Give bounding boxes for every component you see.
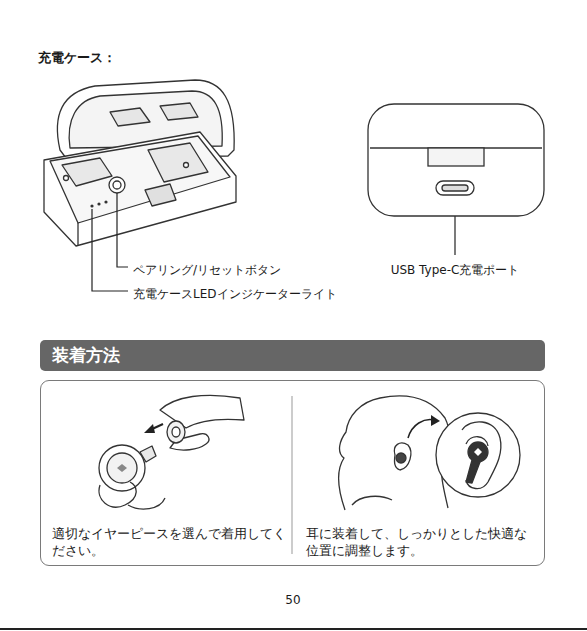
bud-cavity xyxy=(145,184,176,206)
case-top-face xyxy=(50,136,230,223)
section-band: 装着方法 xyxy=(40,340,545,371)
bud-cavity xyxy=(148,143,208,182)
divider xyxy=(292,396,293,554)
earbud-logo xyxy=(117,464,127,472)
case-notch xyxy=(428,148,484,166)
bottom-rule xyxy=(0,628,587,630)
charge-pin xyxy=(184,163,189,168)
part-label-wrap: 充電ケースLEDインジケーターライト xyxy=(133,283,337,303)
led-dot xyxy=(104,200,107,203)
earbud-worn xyxy=(396,453,406,463)
ear-tip xyxy=(172,427,180,437)
usb-port xyxy=(442,185,468,191)
finger xyxy=(99,482,136,507)
arrowhead xyxy=(431,415,440,426)
page-number-wrap: 50 xyxy=(285,589,300,608)
charge-pin xyxy=(64,176,69,181)
led-dot xyxy=(90,204,93,207)
ear xyxy=(394,443,410,470)
part-label-wrap: USB Type-C充電ポート xyxy=(391,259,520,279)
lid-recess xyxy=(110,108,150,126)
arrow xyxy=(408,420,434,438)
pairing-button xyxy=(109,177,125,193)
head-profile xyxy=(339,396,449,510)
part-label-wrap: ペアリング/リセットボタン xyxy=(133,259,281,279)
case-base xyxy=(44,132,236,246)
page-number: 50 xyxy=(285,593,300,607)
earbud-stem xyxy=(466,460,480,483)
earbud-logo xyxy=(474,448,482,456)
case-edge xyxy=(77,223,78,246)
ear-tip xyxy=(167,421,185,443)
leader-line xyxy=(92,209,128,291)
part-label: 充電ケースLEDインジケーターライト xyxy=(133,287,337,301)
ear-zoom xyxy=(462,422,501,489)
led-dot xyxy=(97,202,100,205)
instruction-panel: 適切なイヤーピースを選んで着用してください。耳に装着して、しっかりとした快適な位… xyxy=(40,380,545,566)
earbud-nozzle xyxy=(140,446,156,462)
lid-recess xyxy=(160,103,198,120)
closed-case xyxy=(368,104,544,216)
neck xyxy=(352,496,392,505)
arrowhead xyxy=(144,424,155,433)
pairing-button xyxy=(113,181,121,189)
leader-line xyxy=(117,193,128,267)
usb-port xyxy=(436,181,474,195)
earbud xyxy=(99,445,145,491)
caption: 耳に装着して、しっかりとした快適な位置に調整します。 xyxy=(306,526,538,560)
bud-cavity xyxy=(62,158,112,186)
zoom-circle xyxy=(436,413,520,497)
section-title: 充電ケース： xyxy=(38,50,116,65)
part-label: ペアリング/リセットボタン xyxy=(133,263,281,277)
finger xyxy=(128,498,165,509)
caption: 適切なイヤーピースを選んで着用してください。 xyxy=(52,526,292,560)
part-label: USB Type-C充電ポート xyxy=(391,263,520,277)
earbud xyxy=(107,453,137,483)
section-title-wrap: 充電ケース： xyxy=(38,47,116,67)
earbud-zoom xyxy=(468,442,488,462)
section-heading: 装着方法 xyxy=(52,344,532,367)
